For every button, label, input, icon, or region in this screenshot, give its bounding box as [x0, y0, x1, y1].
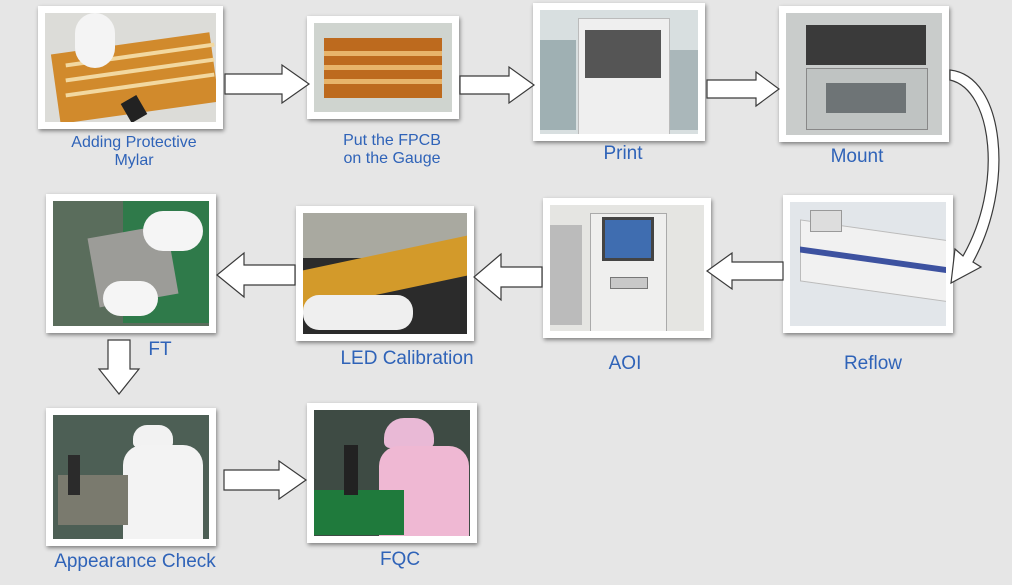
curved-arrow-down [949, 69, 1000, 285]
arrow-right-1 [224, 63, 311, 105]
arrow-left-2 [473, 252, 543, 302]
caption-led-calibration: LED Calibration [340, 348, 474, 369]
caption-adding-protective-mylar: Adding Protective Mylar [71, 134, 197, 170]
arrow-left-1 [705, 251, 784, 291]
photo-ft [46, 194, 216, 333]
photo-fqc [307, 403, 477, 543]
photo-led-calibration [296, 206, 474, 341]
photo-reflow [783, 195, 953, 333]
arrow-right-2 [459, 65, 536, 105]
arrow-right-4 [223, 459, 308, 501]
photo-mount [779, 6, 949, 142]
caption-fqc: FQC [379, 549, 421, 570]
caption-appearance-check: Appearance Check [54, 551, 216, 572]
caption-reflow: Reflow [843, 353, 903, 374]
photo-adding-protective-mylar [38, 6, 223, 129]
caption-mount: Mount [830, 146, 884, 167]
caption-ft: FT [148, 339, 172, 360]
caption-print: Print [603, 143, 643, 164]
arrow-down [97, 339, 141, 395]
arrow-left-3 [216, 251, 296, 299]
photo-aoi [543, 198, 711, 338]
caption-put-fpcb-on-gauge: Put the FPCB on the Gauge [343, 132, 441, 168]
photo-put-fpcb-on-gauge [307, 16, 459, 119]
arrow-right-3 [706, 70, 781, 108]
photo-appearance-check [46, 408, 216, 546]
photo-print [533, 3, 705, 141]
caption-aoi: AOI [608, 353, 642, 374]
